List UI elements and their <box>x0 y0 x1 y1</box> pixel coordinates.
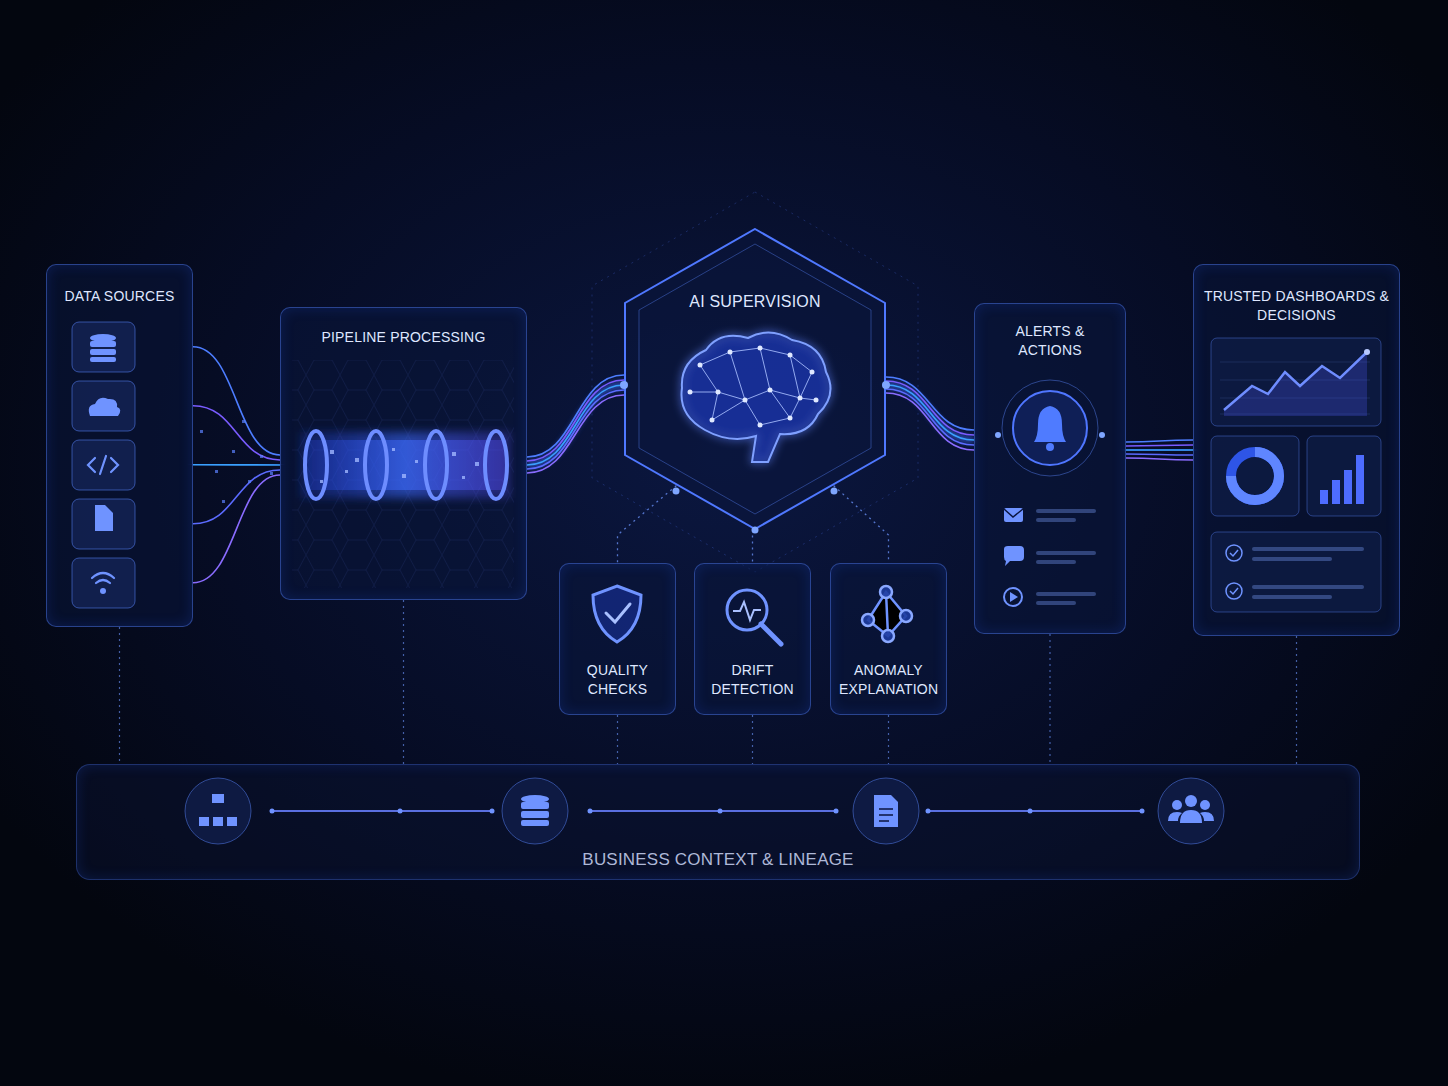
connector <box>119 627 120 764</box>
node-label: AI SUPERVISION <box>624 292 886 311</box>
node-label: DRIFT DETECTION <box>695 661 810 699</box>
connector <box>618 486 677 563</box>
node-label: PIPELINE PROCESSING <box>281 328 526 347</box>
node-label: TRUSTED DASHBOARDS & DECISIONS <box>1194 287 1399 325</box>
connector <box>1296 636 1297 764</box>
source-panel: DATA SOURCES <box>46 264 193 627</box>
connector <box>1126 440 1193 460</box>
connector <box>1050 634 1051 764</box>
context-band: BUSINESS CONTEXT & LINEAGE <box>76 764 1360 880</box>
connector <box>753 530 756 563</box>
connector <box>193 347 280 583</box>
dashboard-panel: TRUSTED DASHBOARDS & DECISIONS <box>1193 264 1400 636</box>
node-label: ALERTS & ACTIONS <box>975 322 1125 360</box>
node-label: DATA SOURCES <box>47 287 192 306</box>
connector <box>752 715 753 764</box>
connector <box>617 715 618 764</box>
node-label: ANOMALY EXPLANATION <box>831 661 946 699</box>
pipeline-panel: PIPELINE PROCESSING <box>280 307 527 600</box>
check-box: QUALITY CHECKS <box>559 563 676 715</box>
node-label: QUALITY CHECKS <box>560 661 675 699</box>
check-box: ANOMALY EXPLANATION <box>830 563 947 715</box>
hexagon-outline <box>624 228 886 530</box>
alerts-panel: ALERTS & ACTIONS <box>974 303 1126 634</box>
connector <box>403 600 404 764</box>
check-box: DRIFT DETECTION <box>694 563 811 715</box>
supervision-hexagon: AI SUPERVISION <box>624 228 886 530</box>
brain-network <box>681 332 830 462</box>
connector <box>888 715 889 764</box>
node-label: BUSINESS CONTEXT & LINEAGE <box>77 850 1359 869</box>
source-icons <box>72 322 135 608</box>
connector <box>886 377 974 450</box>
connector <box>527 375 624 473</box>
connector <box>834 486 889 563</box>
